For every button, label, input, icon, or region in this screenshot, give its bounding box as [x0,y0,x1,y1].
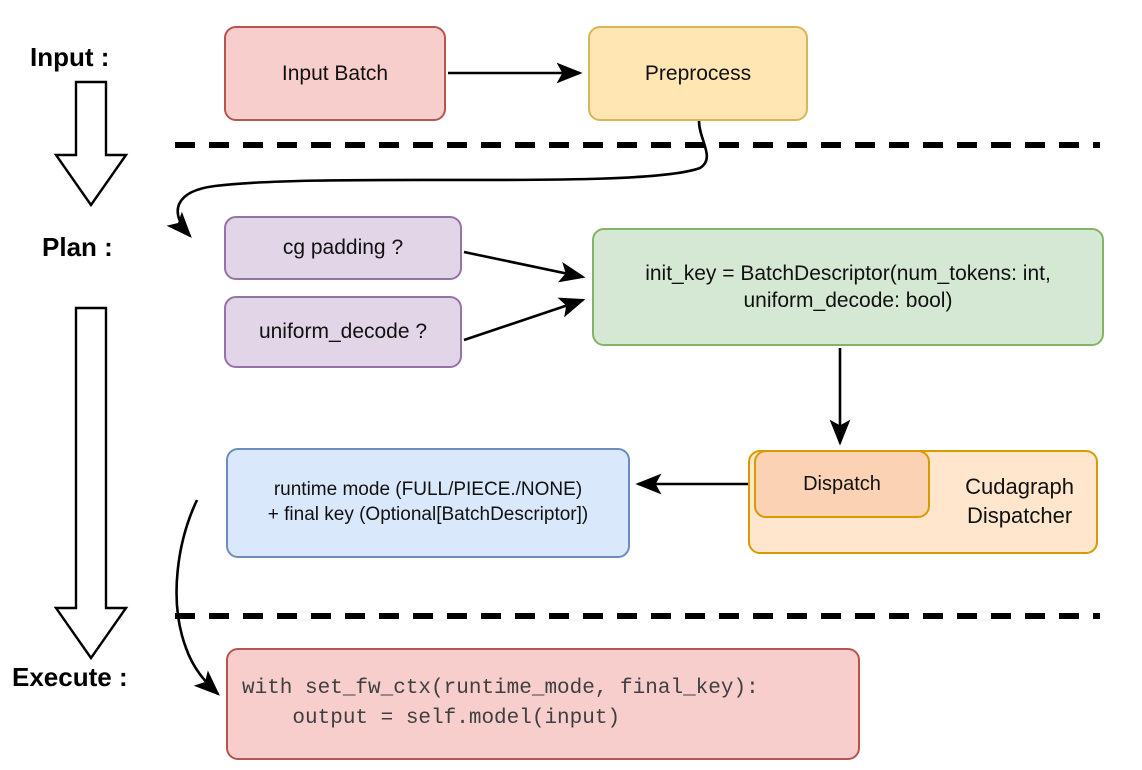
stage-block-arrow-plan-to-execute [53,306,129,661]
node-uniform-decode[interactable]: uniform_decode ? [224,296,462,368]
node-execute-code[interactable]: with set_fw_ctx(runtime_mode, final_key)… [226,648,860,760]
node-preprocess[interactable]: Preprocess [588,26,808,121]
node-runtime-mode[interactable]: runtime mode (FULL/PIECE./NONE) + final … [226,448,630,558]
stage-label-input: Input : [30,42,110,72]
stage-label-plan: Plan : [42,232,113,262]
node-cg-padding[interactable]: cg padding ? [224,216,462,280]
stage-label-execute: Execute : [12,662,128,692]
edge-cg-padding-to-init-key [463,250,586,283]
node-init-key[interactable]: init_key = BatchDescriptor(num_tokens: i… [592,228,1104,346]
edge-uniform-decode-to-init-key [463,297,586,342]
node-dispatch[interactable]: Dispatch [754,450,930,518]
edge-runtime-mode-to-execute-code [175,499,220,696]
node-input-batch[interactable]: Input Batch [224,26,446,121]
stage-block-arrow-input-to-plan [53,80,129,208]
